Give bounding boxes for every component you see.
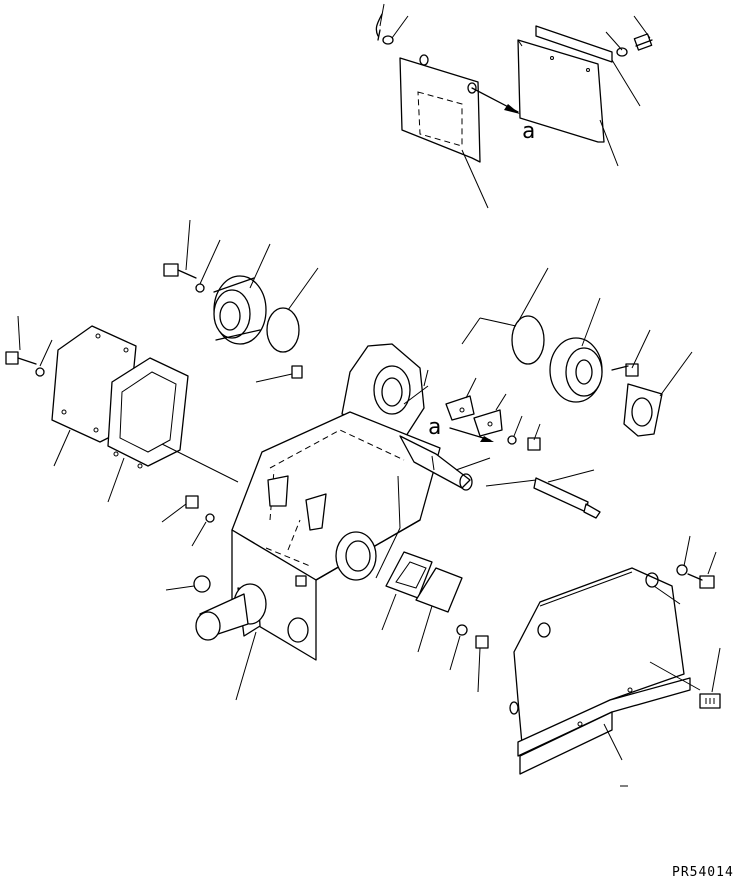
grease-fitting-icon bbox=[291, 365, 303, 379]
top-cover-plate-left bbox=[399, 57, 481, 163]
o-ring-right bbox=[511, 315, 545, 365]
reference-label-a-top: a bbox=[522, 119, 535, 144]
large-guard-group bbox=[509, 535, 721, 787]
washer-icon bbox=[507, 435, 517, 445]
bolt-icon bbox=[699, 575, 715, 589]
o-ring-left bbox=[266, 307, 300, 353]
right-bearing-group bbox=[461, 267, 693, 437]
lower-cover-group bbox=[375, 475, 489, 693]
bolt-icon bbox=[163, 263, 205, 293]
left-bearing-group bbox=[163, 219, 319, 353]
frame-pin bbox=[287, 617, 309, 643]
small-cover-gasket bbox=[415, 567, 463, 613]
main-frame bbox=[195, 343, 473, 661]
bolt-icon bbox=[185, 495, 199, 509]
bolt-icon bbox=[5, 351, 19, 365]
left-fittings bbox=[161, 365, 303, 593]
washer-icon bbox=[382, 35, 394, 45]
long-pin bbox=[455, 457, 601, 519]
washer-icon bbox=[456, 624, 468, 636]
drawing-code: PR54014 bbox=[672, 865, 734, 880]
top-cover-plate-right bbox=[517, 39, 605, 143]
reference-label-a-middle: a bbox=[428, 415, 441, 440]
washer-icon bbox=[676, 564, 688, 576]
bolt-icon bbox=[475, 635, 489, 649]
plug-icon bbox=[193, 575, 211, 593]
bolt-icon bbox=[616, 33, 653, 57]
top-gasket-strip bbox=[535, 25, 613, 63]
guard-lower-rail bbox=[517, 677, 691, 757]
left-side-cover-group bbox=[5, 315, 239, 503]
frame-shaft bbox=[195, 583, 267, 641]
bolt-icon bbox=[625, 363, 639, 377]
bolt-icon bbox=[527, 437, 541, 451]
washer-icon bbox=[35, 367, 45, 377]
clip-group: a bbox=[403, 369, 541, 451]
right-gasket bbox=[623, 383, 663, 437]
clip-plate-1 bbox=[445, 395, 475, 421]
washer-icon bbox=[205, 513, 215, 523]
side-cover-gasket bbox=[107, 357, 189, 467]
top-cover-group: a bbox=[375, 3, 653, 209]
